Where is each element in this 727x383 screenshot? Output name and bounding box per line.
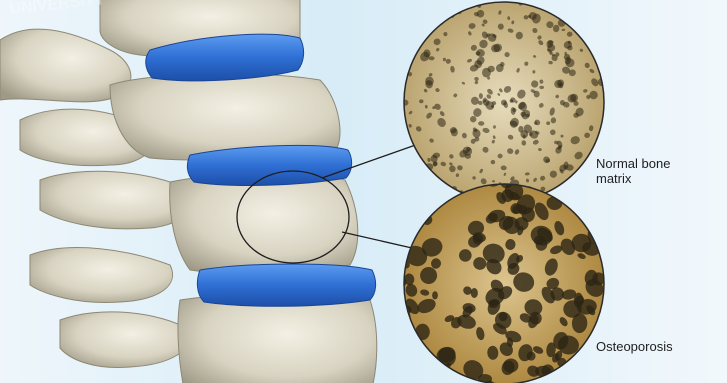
bone-pore xyxy=(526,0,530,3)
bone-pore xyxy=(399,94,403,97)
watermark: UNIVERSITY xyxy=(9,0,107,18)
osteoporosis-detail xyxy=(396,171,611,383)
bone-pore xyxy=(482,68,491,78)
osteoporosis-label: Osteoporosis xyxy=(596,339,716,354)
normal-bone-matrix-detail xyxy=(399,0,608,206)
bone-pore xyxy=(429,56,435,60)
intervertebral-discs xyxy=(146,34,376,306)
normal-bone-matrix-label: Normal bone matrix xyxy=(596,156,706,186)
bone-pore xyxy=(471,288,478,298)
bone-pore xyxy=(432,291,438,299)
